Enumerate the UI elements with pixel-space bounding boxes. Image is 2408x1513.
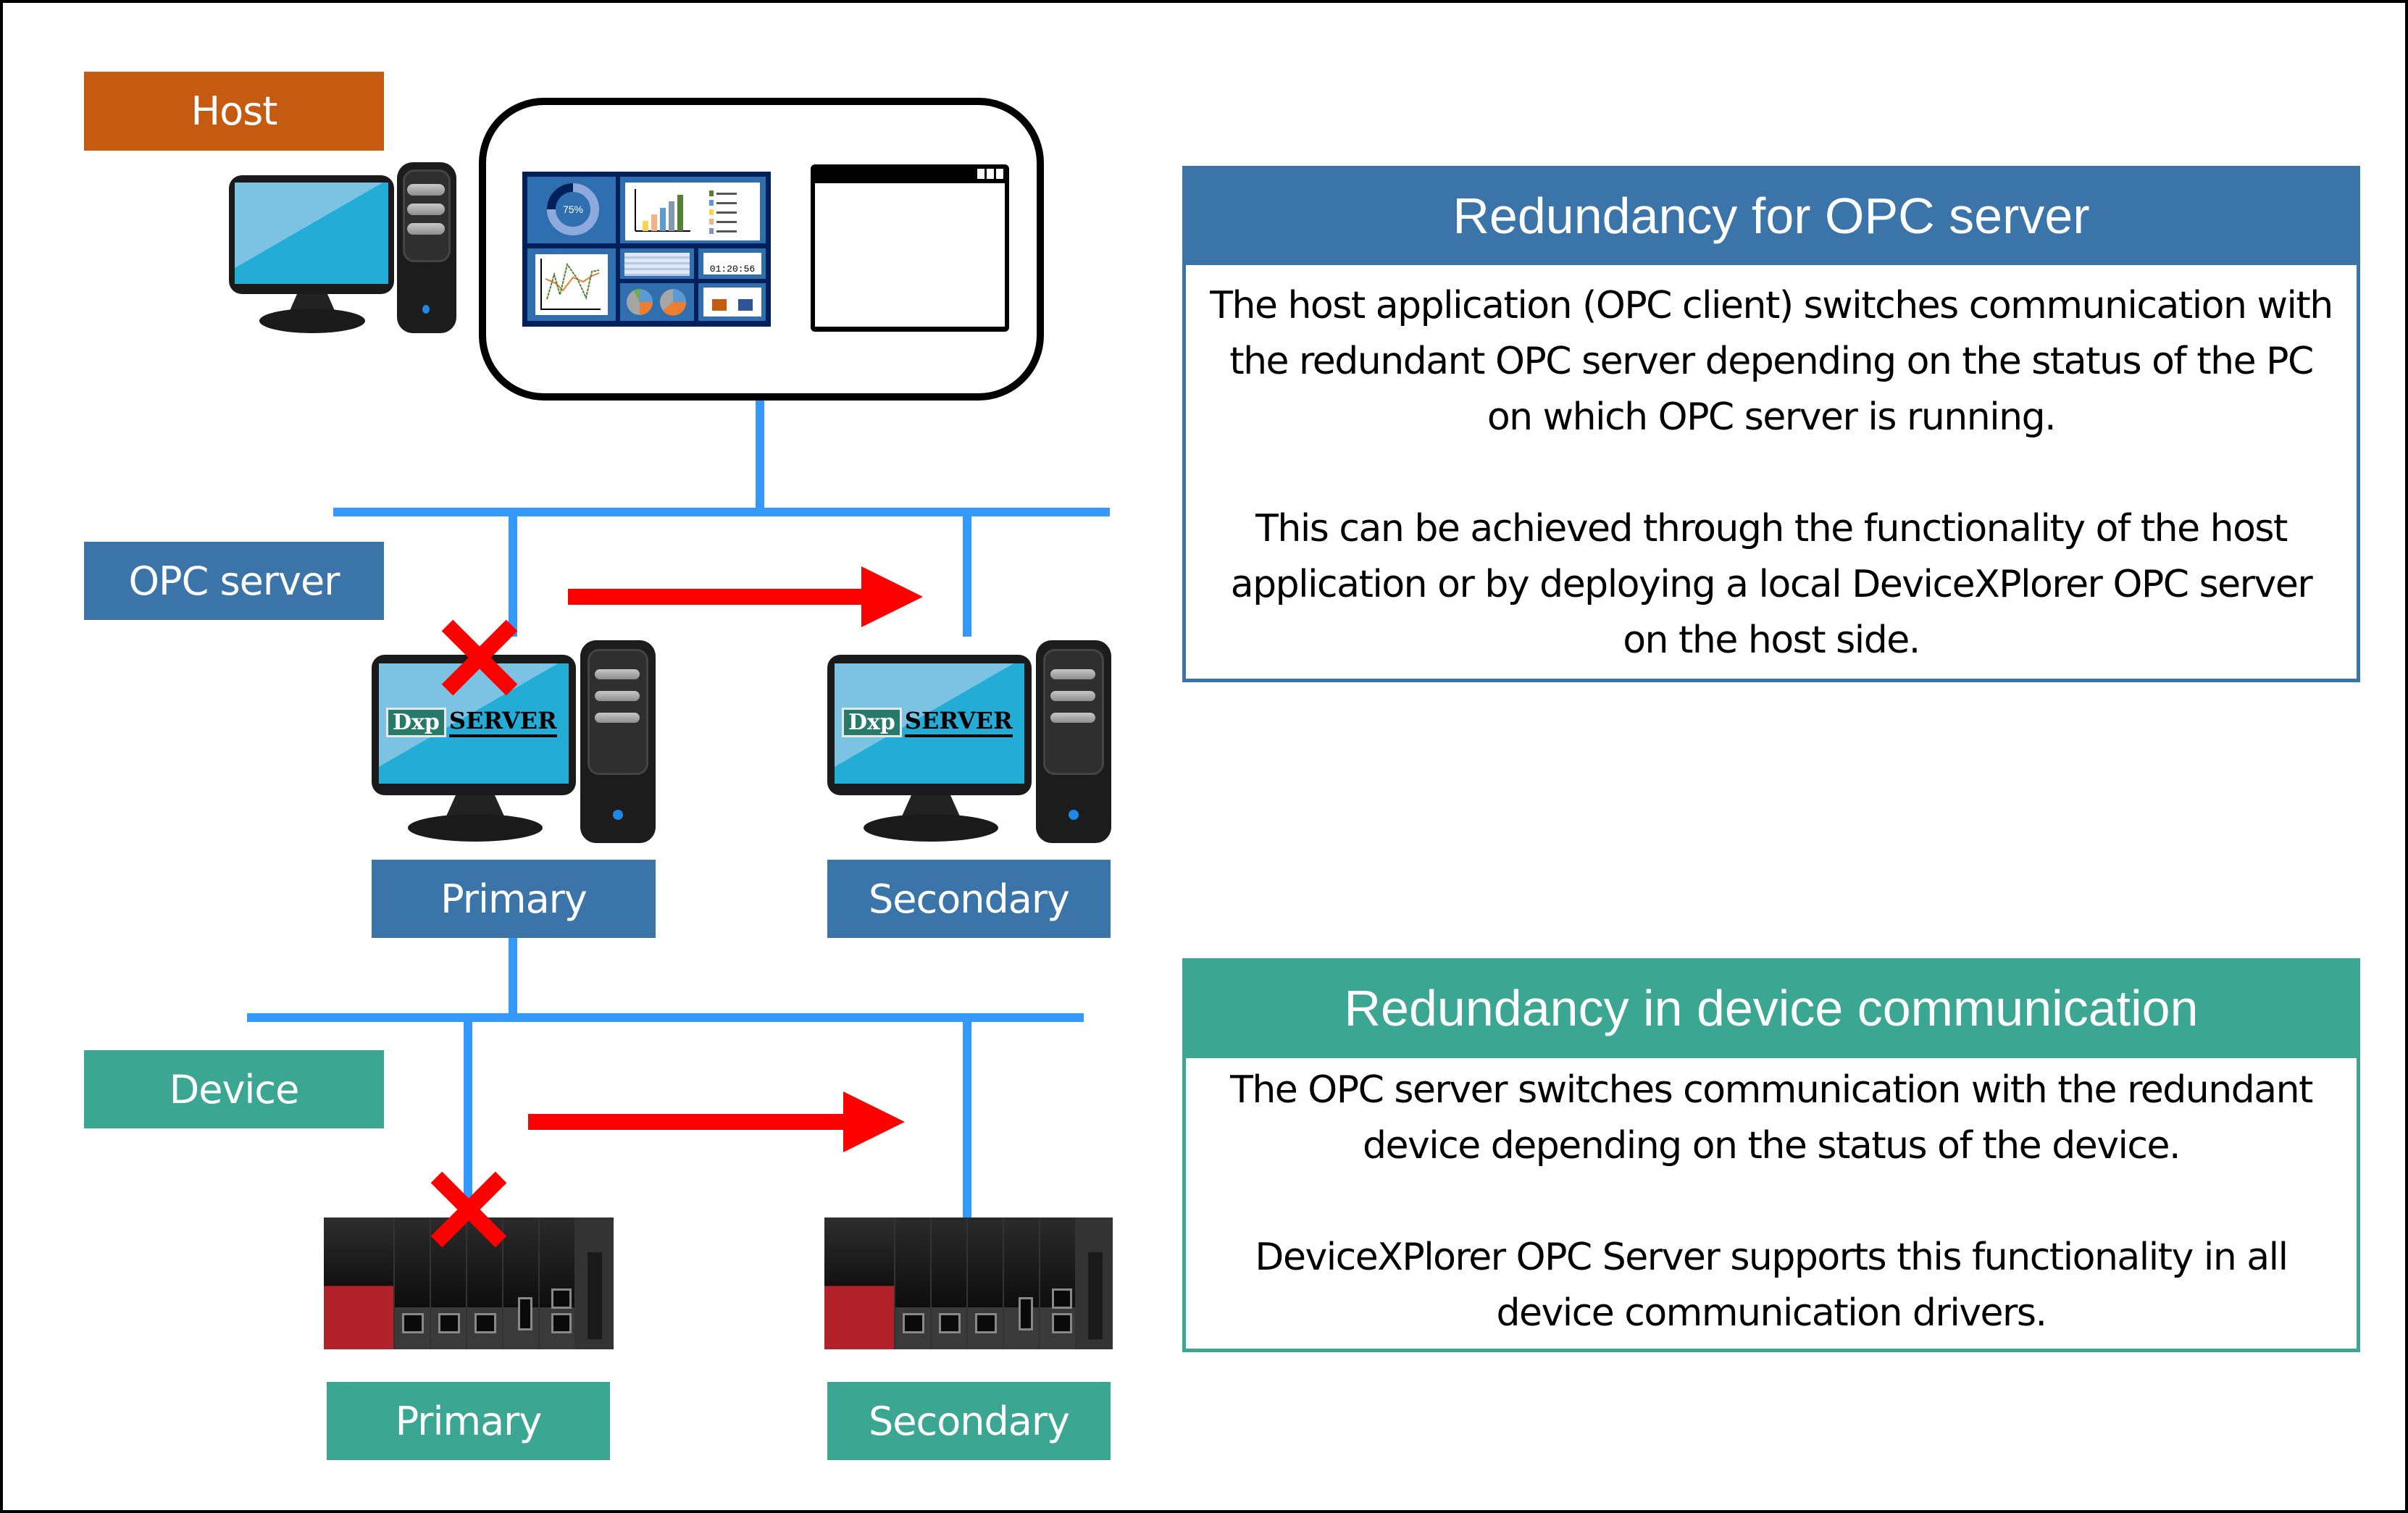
device-tier-label-text: Device xyxy=(169,1066,300,1112)
device-uplink xyxy=(509,938,517,1019)
device-redundancy-description: The OPC server switches communication wi… xyxy=(1186,1058,2357,1341)
bar-chart-icon xyxy=(635,189,737,234)
dxp-server-logo: Dxp SERVER xyxy=(386,707,557,737)
paragraph: The OPC server switches communication wi… xyxy=(1230,1068,2313,1168)
timer-value: 01:20:56 xyxy=(709,264,756,274)
opc-primary-link xyxy=(509,508,517,637)
host-tier-label-text: Host xyxy=(191,88,278,134)
device-primary-label: Primary xyxy=(327,1382,610,1460)
line-chart-icon xyxy=(540,259,601,310)
opc-primary-label: Primary xyxy=(372,860,656,938)
device-secondary-label: Secondary xyxy=(827,1382,1111,1460)
host-network-link xyxy=(756,401,764,516)
dxp-server-logo: Dxp SERVER xyxy=(842,707,1013,737)
pie-charts-icon xyxy=(627,289,687,316)
device-primary-failure-mark xyxy=(429,1169,509,1249)
host-computer-icon xyxy=(229,162,456,335)
monitor-base xyxy=(259,309,365,333)
opc-redundancy-description: The host application (OPC client) switch… xyxy=(1186,265,2357,669)
paragraph: The host application (OPC client) switch… xyxy=(1210,284,2333,439)
gauge-value: 75% xyxy=(563,204,583,215)
pc-tower xyxy=(580,640,656,843)
device-redundancy-title: Redundancy in device communication xyxy=(1182,958,2360,1058)
opc-secondary-link xyxy=(963,508,971,637)
opc-failover-arrow xyxy=(568,566,923,627)
opc-secondary-server-icon: Dxp SERVER xyxy=(827,640,1111,844)
window-controls-icon xyxy=(977,169,1003,179)
opc-redundancy-info-box: Redundancy for OPC server The host appli… xyxy=(1182,166,2360,682)
device-tier-label: Device xyxy=(84,1050,384,1128)
plc-secondary-icon xyxy=(824,1217,1113,1349)
paragraph: This can be achieved through the functio… xyxy=(1230,507,2313,662)
opc-server-tier-label: OPC server xyxy=(84,542,384,620)
pc-tower xyxy=(397,162,456,333)
opc-network-bus xyxy=(333,508,1110,516)
pc-tower xyxy=(1036,640,1111,843)
device-failover-arrow xyxy=(528,1091,905,1152)
orange-button-icon xyxy=(712,299,727,311)
opc-server-tier-label-text: OPC server xyxy=(128,558,340,604)
device-redundancy-info-box: Redundancy in device communication The O… xyxy=(1182,958,2360,1352)
gauge-icon: 75% xyxy=(547,183,599,235)
paragraph: DeviceXPlorer OPC Server supports this f… xyxy=(1255,1236,2288,1335)
blue-button-icon xyxy=(738,299,753,311)
device-network-bus xyxy=(247,1013,1084,1022)
opc-primary-failure-mark xyxy=(440,617,519,697)
opc-secondary-label: Secondary xyxy=(827,860,1111,938)
device-secondary-link xyxy=(963,1013,971,1220)
table-widget-icon xyxy=(624,253,690,276)
timer-widget: 01:20:56 xyxy=(703,253,761,274)
scada-dashboard-icon: 75% 01:20:56 xyxy=(522,172,771,327)
opc-redundancy-title: Redundancy for OPC server xyxy=(1182,166,2360,265)
monitor-screen xyxy=(235,183,388,284)
host-tier-label: Host xyxy=(84,72,384,151)
application-window-icon xyxy=(811,164,1009,332)
